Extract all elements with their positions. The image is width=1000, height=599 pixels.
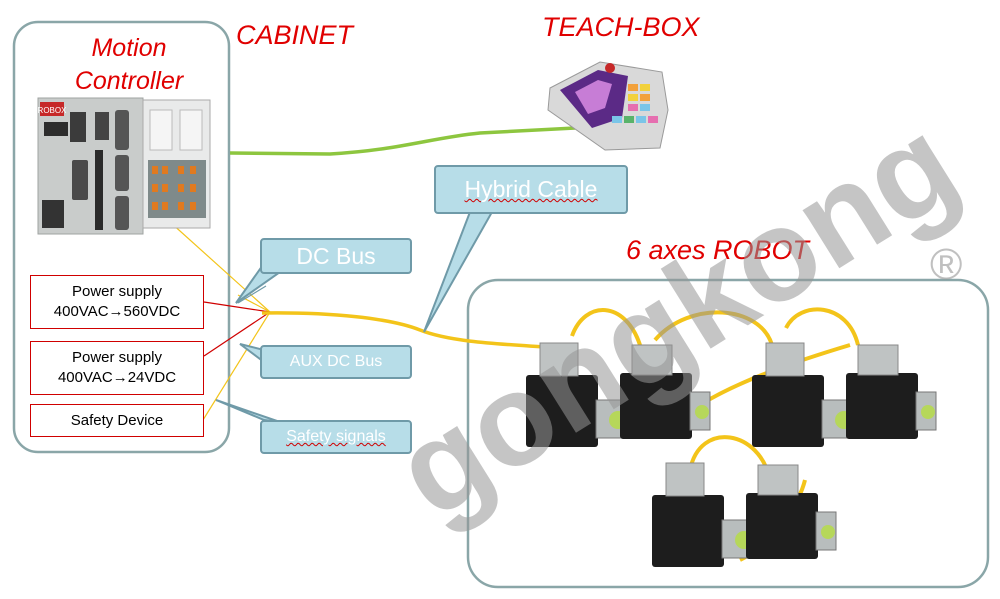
cabinet-frame — [12, 20, 231, 454]
dc-bus-callout: DC Bus — [260, 238, 412, 274]
dc-bus-label: DC Bus — [296, 242, 376, 269]
robot-frame — [466, 278, 990, 589]
power-supply-560-line1: Power supply — [71, 283, 163, 300]
safety-signals-tail — [215, 399, 281, 423]
controller-logo-text: ROBOX — [38, 106, 68, 115]
teach-box-cable — [229, 126, 576, 156]
aux-dc-bus-callout: AUX DC Bus — [260, 345, 412, 379]
motion-controller-line1: Motion — [91, 34, 167, 62]
power-supply-24-line1: Power supply — [71, 349, 163, 366]
cabinet-title: CABINET — [236, 20, 354, 50]
hybrid-cable-line — [261, 311, 546, 349]
safety-device-label: Safety Device — [70, 411, 164, 429]
motion-controller-title: Motion Controller — [54, 32, 204, 98]
hybrid-cable-label: Hybrid Cable — [464, 176, 598, 202]
power-supply-560-box: Power supply 400VAC→560VDC — [30, 275, 204, 329]
safety-device-box: Safety Device — [30, 404, 204, 437]
power-supply-24-box: Power supply 400VAC→24VDC — [30, 341, 204, 395]
teach-box-device — [547, 61, 669, 151]
robot-title: 6 axes ROBOT — [626, 235, 810, 265]
motion-controller-device: ROBOX — [37, 97, 211, 235]
watermark-registered-mark: ® — [930, 240, 963, 289]
robot-motors — [526, 307, 937, 567]
power-supply-24-line2: 400VAC→24VDC — [57, 369, 177, 386]
hybrid-cable-tail — [423, 211, 494, 333]
motion-controller-line2: Controller — [74, 67, 184, 95]
power-supply-560-line2: 400VAC→560VDC — [53, 303, 181, 320]
teach-box-title: TEACH-BOX — [542, 12, 700, 42]
safety-signals-callout: Safety signals — [260, 420, 412, 454]
hybrid-cable-callout: Hybrid Cable — [434, 165, 628, 214]
aux-dc-bus-label: AUX DC Bus — [289, 353, 383, 370]
supply-links — [203, 301, 271, 357]
safety-signals-label: Safety signals — [286, 428, 386, 445]
